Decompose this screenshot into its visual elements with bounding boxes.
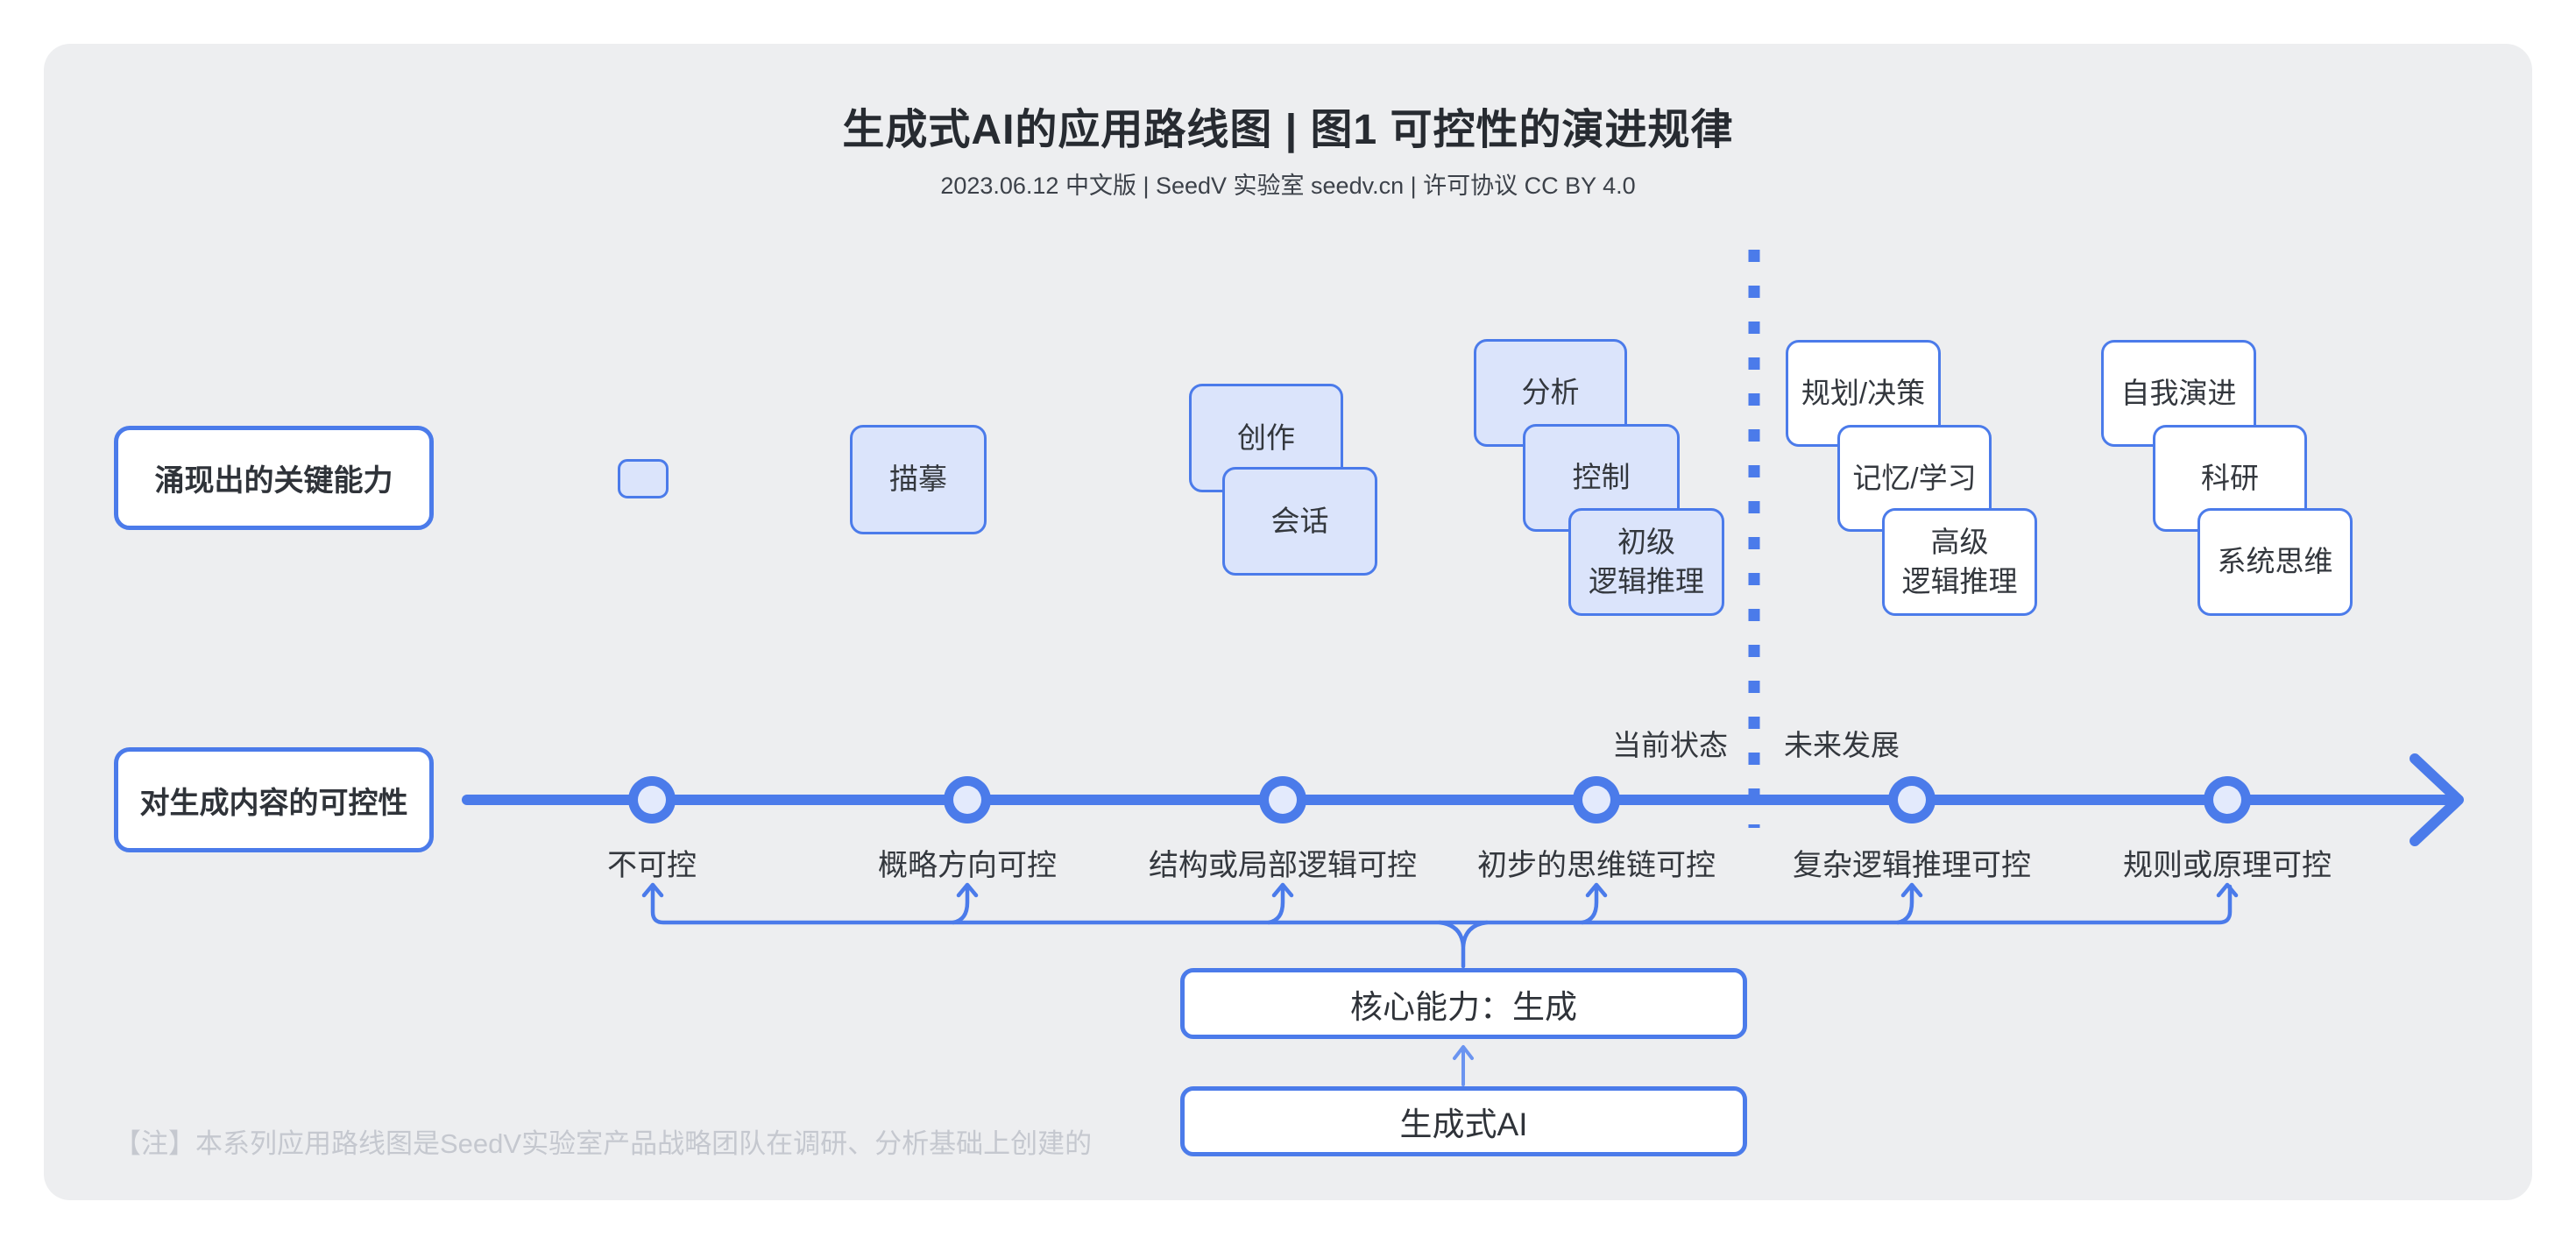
milestone-label-uncontrollable: 不可控 [607,849,697,882]
capability-card-systems-thinking: 系统思维 [2197,508,2353,616]
milestone-label-initial-chain-of-thought: 初步的思维链可控 [1477,849,1716,882]
milestone-node-4 [1573,776,1620,823]
core-capability-box: 核心能力：生成 [1180,968,1747,1039]
milestone-node-1 [628,776,676,823]
row-label-key-capabilities: 涌现出的关键能力 [114,426,434,530]
footnote-text: 【注】本系列应用路线图是SeedV实验室产品战略团队在调研、分析基础上创建的 [114,1128,1093,1159]
milestone-label-structure-local-logic: 结构或局部逻辑可控 [1149,849,1417,882]
generative-to-core-arrow [1453,1045,1474,1086]
milestone-label-complex-logic-reasoning: 复杂逻辑推理可控 [1793,849,2031,882]
milestone-node-6 [2204,776,2251,823]
capability-card-tracing: 描摹 [850,425,987,534]
generative-ai-box: 生成式AI [1180,1086,1747,1156]
page-subtitle: 2023.06.12 中文版 | SeedV 实验室 seedv.cn | 许可… [940,173,1636,199]
milestone-label-rules-principles: 规则或原理可控 [2123,849,2332,882]
phase-label-current-state: 当前状态 [1612,729,1728,761]
page-title: 生成式AI的应用路线图 | 图1 可控性的演进规律 [842,107,1734,153]
capability-card-conversation: 会话 [1222,467,1377,576]
milestone-node-3 [1259,776,1306,823]
capability-card-empty [618,459,669,498]
row-label-controllability: 对生成内容的可控性 [114,747,434,852]
capability-card-basic-logic-reasoning: 初级 逻辑推理 [1568,508,1724,616]
milestone-node-5 [1888,776,1936,823]
milestones-bracket [641,882,2239,969]
timeline-arrowhead-icon [2410,753,2464,846]
milestone-node-2 [944,776,991,823]
phase-label-future-development: 未来发展 [1784,729,1900,761]
capability-card-advanced-logic-reasoning: 高级 逻辑推理 [1882,508,2037,616]
milestone-label-rough-direction: 概略方向可控 [878,849,1057,882]
